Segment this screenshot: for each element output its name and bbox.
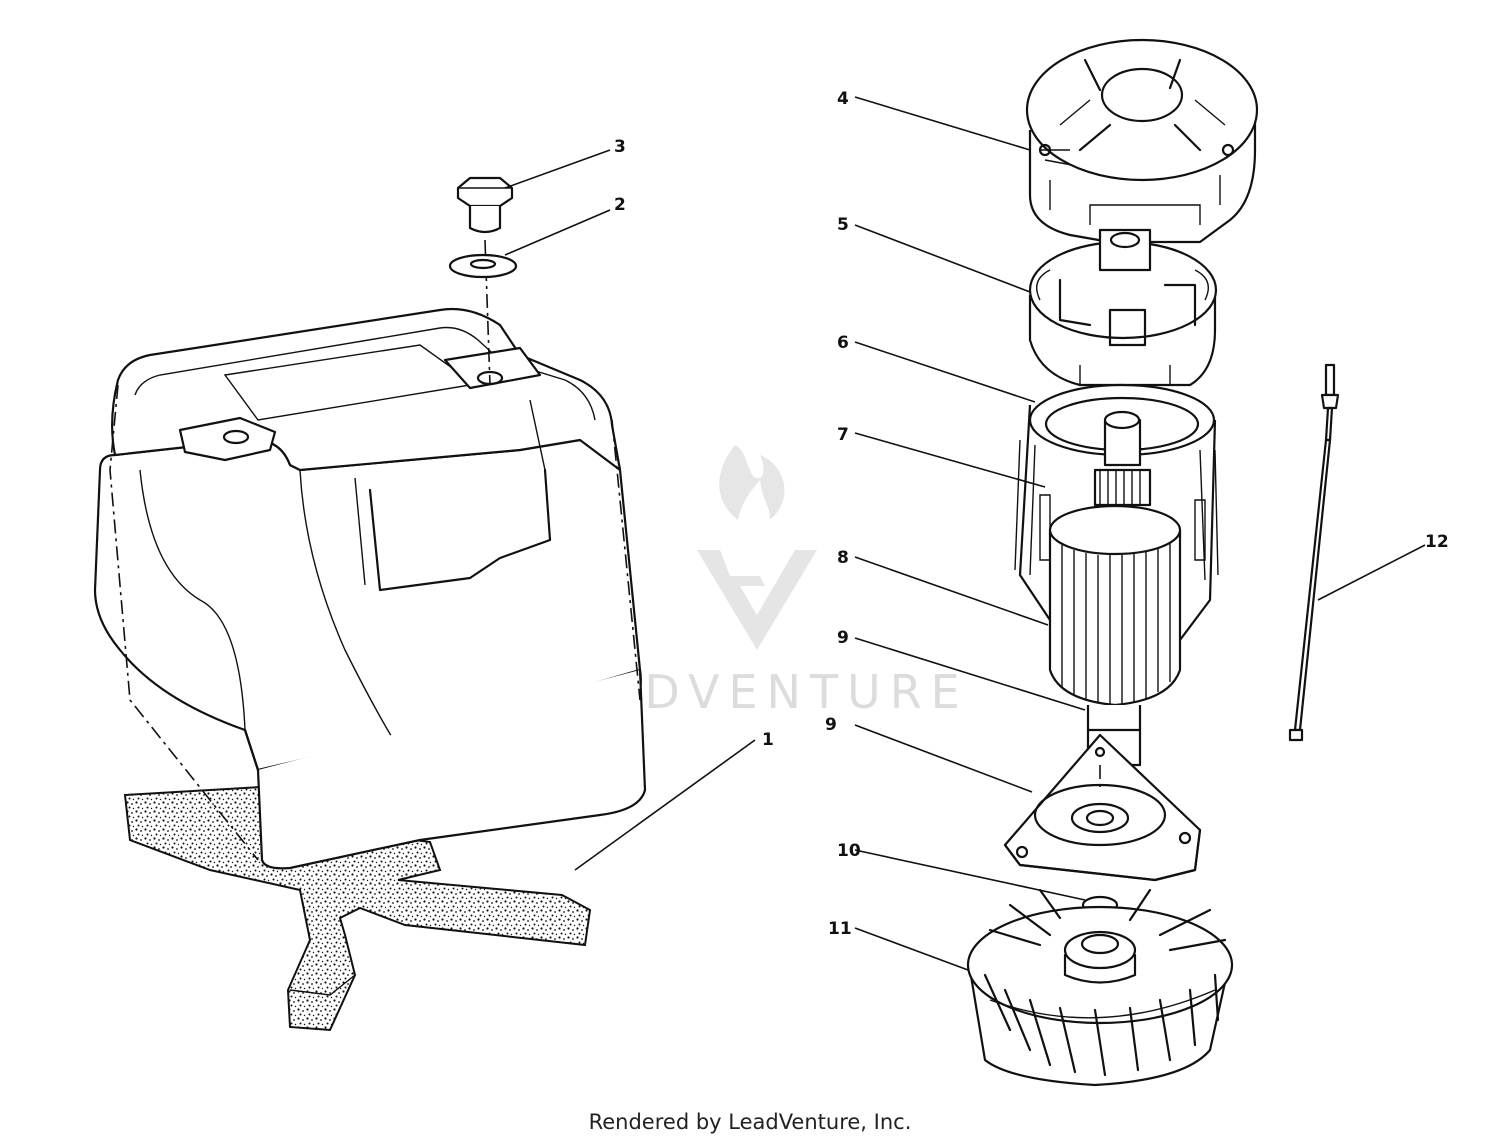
callout-5: 5 [837, 215, 849, 235]
motor-cover-housing [93, 239, 647, 870]
callout-4: 4 [837, 89, 849, 109]
part-11-fan [966, 888, 1234, 1087]
callout-9-upper: 9 [837, 628, 849, 648]
footer-credit: Rendered by LeadVenture, Inc. [588, 1110, 912, 1134]
part-3-bolt [456, 176, 514, 234]
callout-2: 2 [614, 195, 626, 215]
part-5-brush-holder [1028, 228, 1218, 387]
callout-6: 6 [837, 333, 849, 353]
callout-3: 3 [614, 137, 626, 157]
part-4-end-cap [1025, 38, 1259, 244]
part-1-foam-pad [123, 783, 592, 1032]
part-2-washer [448, 253, 518, 279]
part-12-through-bolt [1288, 363, 1340, 742]
callout-12: 12 [1425, 532, 1449, 552]
callout-10: 9 [825, 715, 837, 735]
callout-9-lower: 10 [837, 841, 861, 861]
callout-7: 7 [837, 425, 849, 445]
callout-8: 8 [837, 548, 849, 568]
callout-1: 1 [762, 730, 774, 750]
part-8-armature [1048, 410, 1182, 792]
callout-11: 11 [828, 919, 852, 939]
part-10-end-bell [1003, 733, 1202, 882]
